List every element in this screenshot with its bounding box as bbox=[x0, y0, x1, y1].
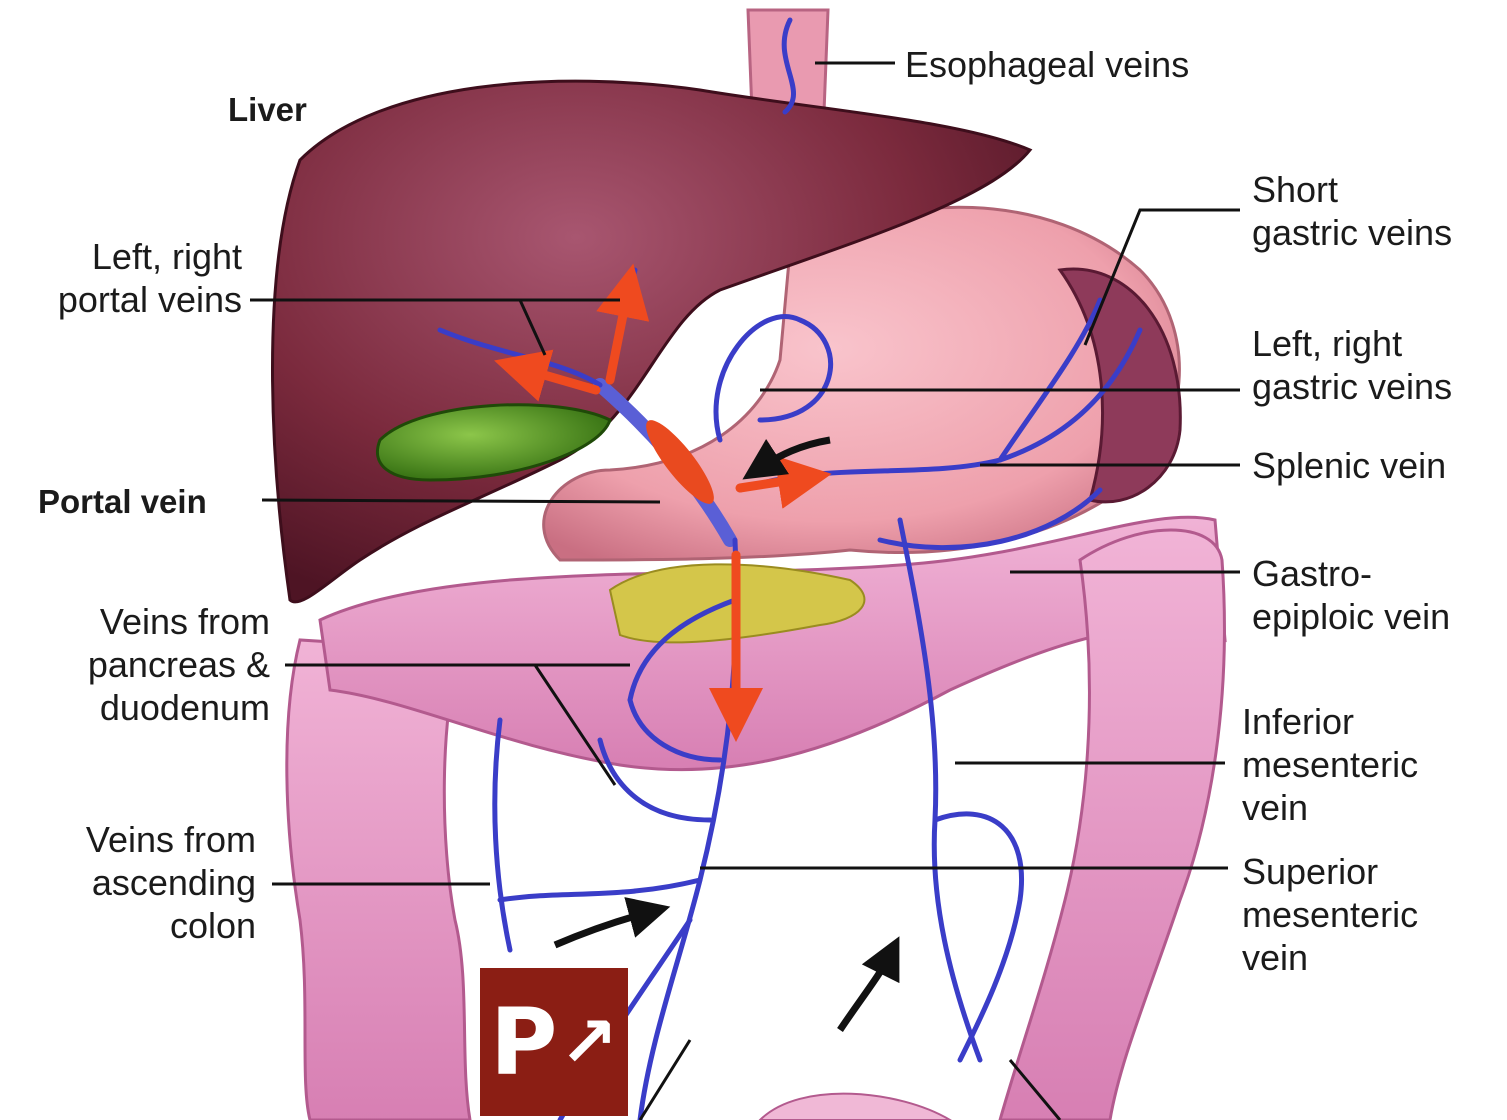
badge-letter: P bbox=[490, 989, 557, 1096]
sm-branch-1 bbox=[500, 880, 700, 900]
label-liver: Liver bbox=[228, 88, 307, 131]
small-intestine bbox=[760, 1094, 950, 1120]
label-inferior-mesenteric-vein: Inferior mesenteric vein bbox=[1242, 700, 1418, 829]
brand-logo-badge: P↗ bbox=[480, 968, 628, 1116]
label-veins-ascending-colon: Veins from ascending colon bbox=[20, 818, 256, 947]
label-short-gastric-veins: Short gastric veins bbox=[1252, 168, 1452, 254]
label-left-right-gastric-veins: Left, right gastric veins bbox=[1252, 322, 1452, 408]
im-branch bbox=[935, 814, 1022, 1060]
label-esophageal-veins: Esophageal veins bbox=[905, 43, 1189, 86]
ascending-colon-vein bbox=[495, 720, 510, 950]
arrow-icon: ↗ bbox=[559, 1001, 618, 1083]
label-left-right-portal-veins: Left, right portal veins bbox=[10, 235, 242, 321]
label-gastro-epiploic-vein: Gastro- epiploic vein bbox=[1252, 552, 1450, 638]
label-portal-vein: Portal vein bbox=[38, 480, 207, 523]
label-superior-mesenteric-vein: Superior mesenteric vein bbox=[1242, 850, 1418, 979]
label-splenic-vein: Splenic vein bbox=[1252, 444, 1446, 487]
label-veins-pancreas-duodenum: Veins from pancreas & duodenum bbox=[30, 600, 270, 729]
